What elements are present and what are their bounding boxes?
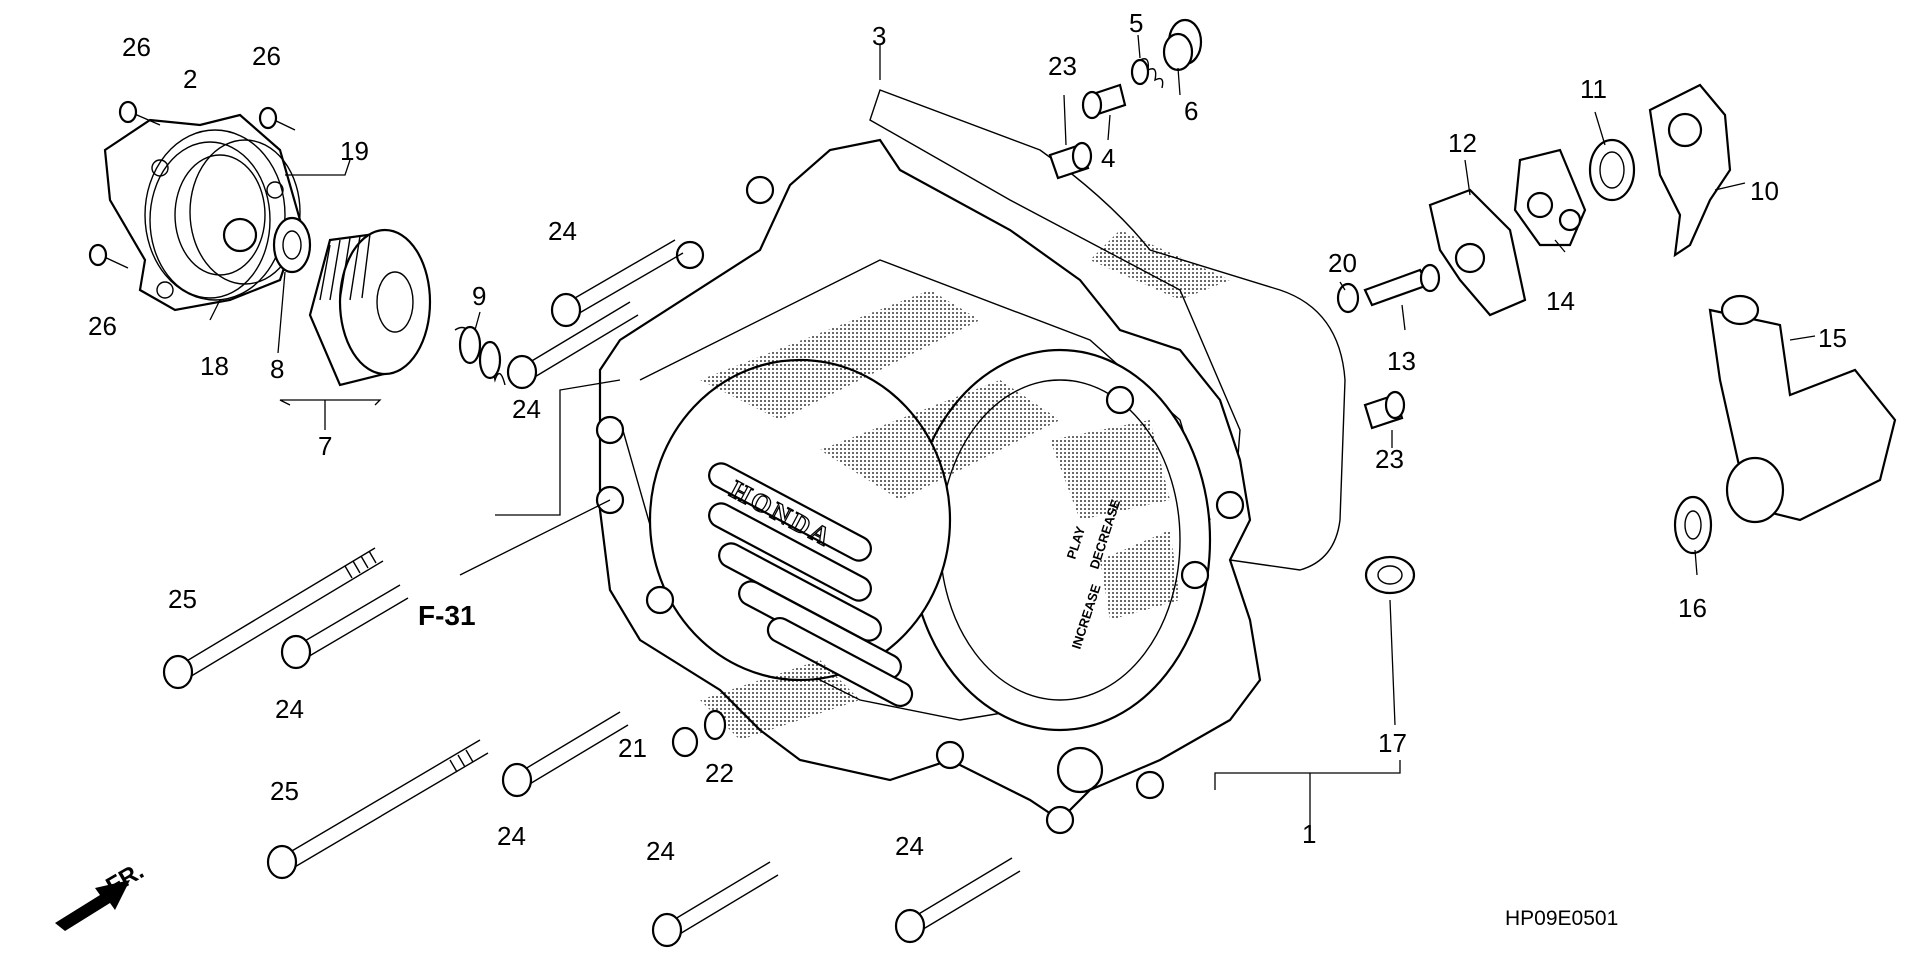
callout-11: 11	[1580, 74, 1607, 104]
callout-10: 10	[1750, 176, 1779, 206]
callout-26-b: 26	[252, 41, 281, 71]
callout-18: 18	[200, 351, 229, 381]
reference-label: F-31	[418, 600, 476, 631]
bolt-26-b	[258, 106, 296, 131]
crankcase-cover: HONDA PLAY DECREASE INCREASE	[595, 138, 1262, 835]
adjuster-washer	[1336, 282, 1360, 314]
lifter-plate	[1428, 188, 1527, 317]
callout-23-top: 23	[1048, 51, 1077, 81]
long-bolt-25-upper	[162, 547, 384, 690]
front-arrow: FR.	[55, 857, 148, 931]
callout-22: 22	[705, 758, 734, 788]
callout-4: 4	[1101, 143, 1115, 173]
bolt-24-top-2	[506, 301, 639, 390]
check-valve-spring	[1130, 58, 1164, 89]
callout-24-bottom-1: 24	[646, 836, 675, 866]
lifter-cam	[1513, 148, 1587, 247]
cover-gasket	[869, 89, 1346, 571]
callout-19: 19	[340, 136, 369, 166]
callout-5: 5	[1129, 8, 1143, 38]
dowel-pin-lower	[1363, 390, 1406, 430]
long-bolt-25-lower	[266, 739, 489, 880]
callout-17: 17	[1378, 728, 1407, 758]
washer-22	[703, 709, 727, 741]
bolt-24-top-1	[550, 239, 684, 328]
oil-filter-element	[308, 228, 432, 387]
callout-24-left-1: 24	[275, 694, 304, 724]
oil-filter-cover	[103, 113, 302, 312]
callout-25-lower: 25	[270, 776, 299, 806]
o-ring-19	[189, 139, 301, 285]
callout-26-a: 26	[122, 32, 151, 62]
callout-2: 2	[183, 64, 197, 94]
lever-seal	[1673, 495, 1713, 555]
callout-24-top-1: 24	[548, 216, 577, 246]
o-ring-18	[149, 141, 271, 299]
callout-8: 8	[270, 354, 284, 384]
callout-9: 9	[472, 281, 486, 311]
check-valve-cap	[1162, 18, 1203, 72]
drawing-code: HP09E0501	[1505, 907, 1618, 930]
filter-spring	[454, 325, 506, 386]
bolt-26-c	[88, 243, 129, 269]
leader-lines	[209, 34, 1816, 830]
cover-vent-slots	[708, 462, 914, 708]
bolt-24-left-2	[501, 711, 629, 798]
callout-20: 20	[1328, 248, 1357, 278]
bolt-24-bottom-2	[894, 857, 1021, 944]
callout-25-upper: 25	[168, 584, 197, 614]
filter-seal-8	[272, 216, 312, 274]
needle-bearing	[1364, 555, 1416, 595]
bolt-24-bottom-1	[651, 861, 779, 948]
clutch-lever	[1708, 294, 1897, 524]
dowel-pin-top	[1048, 141, 1093, 180]
callout-1: 1	[1302, 819, 1316, 849]
callout-6: 6	[1184, 96, 1198, 126]
callout-15: 15	[1818, 323, 1847, 353]
callout-23-lower: 23	[1375, 444, 1404, 474]
check-valve-bolt	[1081, 83, 1127, 120]
callout-21: 21	[618, 733, 647, 763]
callout-7: 7	[318, 431, 332, 461]
bolt-26-a	[118, 100, 161, 126]
callout-24-bottom-2: 24	[895, 831, 924, 861]
callout-13: 13	[1387, 346, 1416, 376]
callout-14: 14	[1546, 286, 1575, 316]
callout-12: 12	[1448, 128, 1477, 158]
callout-26-c: 26	[88, 311, 117, 341]
adjuster-screw	[1363, 263, 1441, 307]
callout-24-top-2: 24	[512, 394, 541, 424]
callout-3: 3	[872, 21, 886, 51]
lifter-arm	[1648, 83, 1732, 258]
bolt-24-left-1	[280, 584, 409, 670]
lifter-bearing	[1588, 138, 1636, 202]
callout-16: 16	[1678, 593, 1707, 623]
callout-24-left-2: 24	[497, 821, 526, 851]
nut-21	[671, 726, 699, 758]
